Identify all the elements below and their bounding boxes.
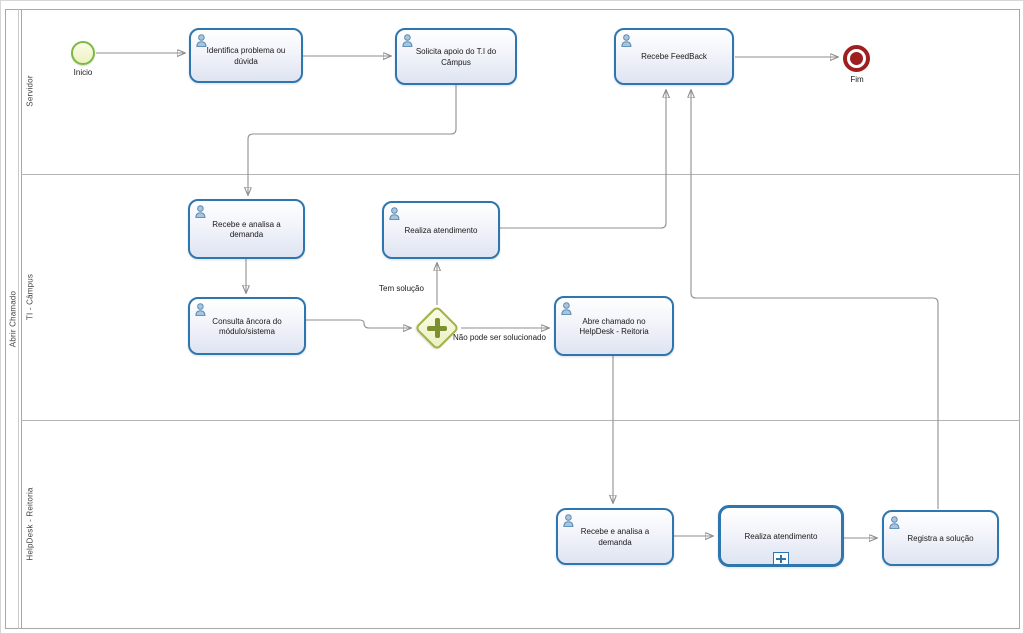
- task-label: Registra a solução: [907, 533, 974, 543]
- pool-abrir-chamado: [5, 9, 1020, 629]
- user-icon: [889, 516, 900, 529]
- user-icon: [196, 34, 207, 47]
- lane-divider-1: [21, 174, 1020, 175]
- lane-label-ti-campus: TI - Câmpus: [25, 273, 35, 321]
- start-event-label: Inicio: [73, 68, 93, 77]
- plus-box-icon[interactable]: [773, 552, 789, 565]
- pool-label: Abrir Chamado: [8, 290, 18, 348]
- end-event-core: [850, 52, 863, 65]
- task-label: Realiza atendimento: [404, 225, 478, 235]
- user-icon: [195, 303, 206, 316]
- lane-label-helpdesk-reitoria: HelpDesk - Reitoria: [25, 487, 35, 561]
- task-label: Recebe FeedBack: [641, 52, 707, 62]
- user-icon: [621, 34, 632, 47]
- flow-label-tem-solucao: Tem solução: [379, 284, 424, 293]
- task-label: Solicita apoio do T.I do Câmpus: [415, 47, 497, 67]
- task-realiza-atendimento-ti[interactable]: Realiza atendimento: [382, 201, 500, 259]
- flow-label-nao-pode: Não pode ser solucionado: [453, 333, 546, 342]
- task-label: Abre chamado no HelpDesk - Reitoria: [579, 316, 649, 336]
- task-recebe-feedback[interactable]: Recebe FeedBack: [614, 28, 734, 85]
- task-recebe-analisa-ti[interactable]: Recebe e analisa a demanda: [188, 199, 305, 259]
- task-label: Identifica problema ou dúvida: [206, 46, 286, 66]
- task-abre-chamado[interactable]: Abre chamado no HelpDesk - Reitoria: [554, 296, 674, 356]
- end-event-label: Fim: [850, 75, 864, 84]
- user-icon: [561, 302, 572, 315]
- task-label: Recebe e analisa a demanda: [580, 527, 650, 547]
- user-icon: [402, 34, 413, 47]
- pool-label-band-line: [18, 9, 19, 629]
- pool-label-separator: [21, 9, 22, 629]
- lane-label-servidor: Servidor: [25, 75, 35, 107]
- lane-divider-2: [21, 420, 1020, 421]
- task-label: Consulta âncora do módulo/sistema: [212, 316, 282, 336]
- user-icon: [195, 205, 206, 218]
- user-icon: [563, 514, 574, 527]
- task-label: Recebe e analisa a demanda: [212, 219, 281, 239]
- task-consulta-ancora[interactable]: Consulta âncora do módulo/sistema: [188, 297, 306, 355]
- task-recebe-analisa-hd[interactable]: Recebe e analisa a demanda: [556, 508, 674, 565]
- start-event-inicio[interactable]: [71, 41, 95, 65]
- task-identifica-problema[interactable]: Identifica problema ou dúvida: [189, 28, 303, 83]
- task-solicita-apoio[interactable]: Solicita apoio do T.I do Câmpus: [395, 28, 517, 85]
- task-registra-solucao[interactable]: Registra a solução: [882, 510, 999, 566]
- end-event-fim[interactable]: [843, 45, 870, 72]
- subprocess-realiza-atendimento-hd[interactable]: Realiza atendimento: [718, 505, 844, 567]
- user-icon: [389, 207, 400, 220]
- task-label: Realiza atendimento: [744, 531, 818, 541]
